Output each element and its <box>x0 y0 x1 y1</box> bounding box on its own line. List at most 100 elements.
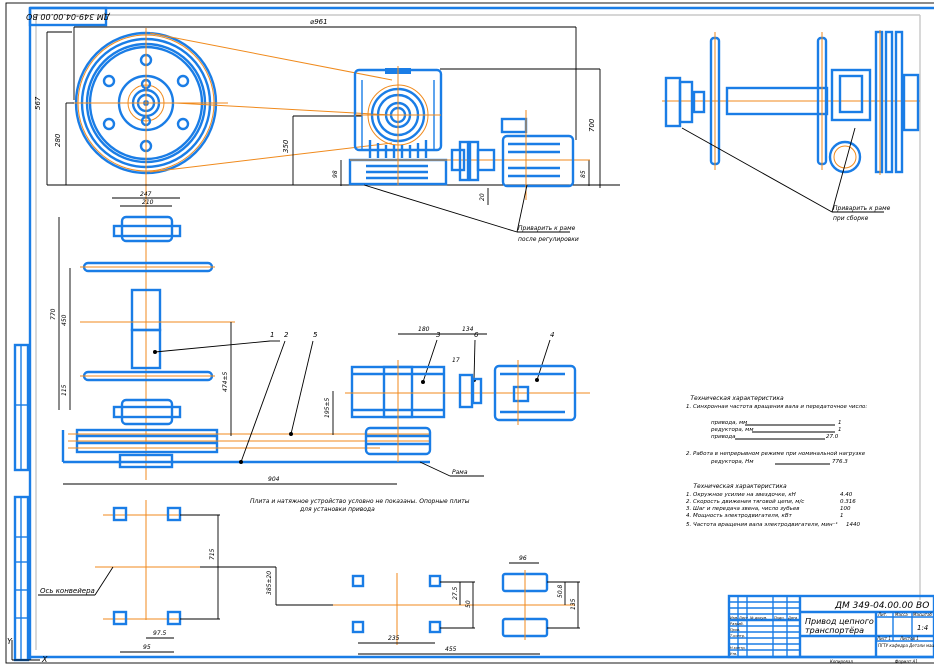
svg-text:1. Синхронная частота вращения: 1. Синхронная частота вращения вала и пе… <box>686 404 867 410</box>
motor-top-view <box>450 110 575 200</box>
coordinate-axes: Y X <box>7 637 48 664</box>
svg-text:Разраб.: Разраб. <box>730 622 744 626</box>
outer-frame <box>5 2 934 664</box>
svg-text:135: 135 <box>570 598 577 610</box>
weld-note-2-text: Приварить к раме <box>833 205 891 212</box>
drive-shaft-plan-view <box>61 188 430 480</box>
svg-text:1: 1 <box>838 427 842 433</box>
svg-text:Масса: Масса <box>895 612 908 617</box>
svg-text:Лист 1: Лист 1 <box>876 636 891 641</box>
svg-text:27.5: 27.5 <box>452 586 459 600</box>
svg-text:ПГТУ кафедра Детали машин и ПТ: ПГТУ кафедра Детали машин и ПТМ <box>878 643 934 648</box>
weld-note-2b-text: при сборке <box>833 215 869 222</box>
drawing-title-1: Привод цепного <box>805 617 874 626</box>
svg-text:Дата: Дата <box>787 616 797 620</box>
drawing-code: ДМ 349-04.00.00 ВО <box>834 601 929 611</box>
svg-text:96: 96 <box>519 555 527 562</box>
svg-text:Пров.: Пров. <box>730 628 740 632</box>
svg-text:Изм.: Изм. <box>730 616 738 620</box>
technical-specs: Техническая характеристика 1. Синхронная… <box>686 395 867 528</box>
svg-text:97.5: 97.5 <box>153 630 167 637</box>
svg-text:385±20: 385±20 <box>266 571 273 595</box>
svg-text:6: 6 <box>474 331 479 339</box>
svg-text:Т.контр.: Т.контр. <box>730 634 745 638</box>
svg-text:0.316: 0.316 <box>840 499 856 505</box>
svg-text:115: 115 <box>61 384 68 396</box>
svg-text:привода: привода <box>711 434 736 440</box>
svg-text:350: 350 <box>282 139 290 153</box>
svg-text:50: 50 <box>465 600 472 608</box>
svg-text:Копировал: Копировал <box>830 659 853 664</box>
svg-text:4. Мощность электродвигателя,: 4. Мощность электродвигателя, кВт <box>686 513 793 519</box>
svg-text:100: 100 <box>840 506 851 512</box>
svg-text:редуктора, Нм: редуктора, Нм <box>710 459 753 465</box>
svg-text:1:4: 1:4 <box>917 624 928 632</box>
code-stamp <box>28 6 108 27</box>
svg-text:20: 20 <box>479 193 486 201</box>
svg-text:50.8: 50.8 <box>557 584 564 598</box>
svg-text:⌀961: ⌀961 <box>310 18 328 26</box>
svg-text:180: 180 <box>418 326 430 333</box>
shaft-side-view <box>662 30 920 175</box>
svg-text:Лит.: Лит. <box>877 612 887 617</box>
svg-text:715: 715 <box>209 548 216 560</box>
svg-text:Подп.: Подп. <box>774 616 785 620</box>
svg-text:Утв.: Утв. <box>730 652 737 656</box>
svg-text:1. Окружное усилие на звездочк: 1. Окружное усилие на звездочке, кН <box>686 492 796 498</box>
axis-x-label: X <box>41 655 48 664</box>
svg-text:95: 95 <box>143 644 151 651</box>
svg-text:247: 247 <box>140 191 152 198</box>
svg-text:Техническая характеристика: Техническая характеристика <box>690 395 784 402</box>
reducer-plan-view <box>345 360 590 462</box>
svg-text:280: 280 <box>54 133 62 147</box>
svg-text:134: 134 <box>462 326 474 333</box>
svg-text:Формат А1: Формат А1 <box>895 659 918 664</box>
svg-text:455: 455 <box>445 646 457 653</box>
weld-note-2: Приварить к раме при сборке <box>681 127 891 222</box>
axis-label: Ось конвейера <box>40 587 95 595</box>
svg-text:210: 210 <box>142 199 154 206</box>
svg-text:17: 17 <box>452 357 460 364</box>
plan-dimensions: 180 134 17 195±5 904 Плита и натяжное ус… <box>63 326 487 513</box>
svg-text:85: 85 <box>580 170 587 178</box>
weld-note-1-text: Приварить к раме <box>518 225 576 232</box>
svg-text:770: 770 <box>50 308 57 320</box>
large-pulley-front-view <box>72 28 228 200</box>
title-block: ДМ 349-04.00.00 ВО Привод цепного трансп… <box>727 594 934 664</box>
svg-text:1: 1 <box>270 331 274 339</box>
plan-note-2: для установки привода <box>299 506 375 513</box>
side-stamps <box>13 343 30 662</box>
svg-text:474±5: 474±5 <box>222 372 229 392</box>
code-stamp-text: ДМ 349-04.00.00 ВО <box>26 12 111 21</box>
svg-text:редуктора, мм: редуктора, мм <box>710 427 753 433</box>
svg-text:1: 1 <box>840 513 844 519</box>
axis-y-label: Y <box>7 637 13 646</box>
svg-text:1440: 1440 <box>846 522 860 528</box>
svg-text:27.0: 27.0 <box>826 434 839 440</box>
svg-text:195±5: 195±5 <box>324 398 331 418</box>
svg-text:3. Шаг и передача звена, число: 3. Шаг и передача звена, число зубьев <box>686 506 800 512</box>
svg-text:Масштаб: Масштаб <box>913 612 933 617</box>
svg-text:2: 2 <box>284 331 289 339</box>
svg-text:5. Частота вращения вала элект: 5. Частота вращения вала электродвигател… <box>686 521 838 528</box>
svg-text:Н.контр.: Н.контр. <box>730 646 746 650</box>
foundation-plan: 715 97.5 95 385±20 Ось конвейера 27.5 50… <box>38 500 580 655</box>
svg-text:Техническая характеристика: Техническая характеристика <box>693 483 787 490</box>
svg-text:4: 4 <box>550 331 554 339</box>
svg-text:776.3: 776.3 <box>832 459 848 465</box>
svg-text:3: 3 <box>436 331 440 339</box>
svg-text:450: 450 <box>61 314 68 326</box>
svg-text:привода, мм: привода, мм <box>711 420 747 426</box>
svg-text:700: 700 <box>588 118 596 132</box>
svg-text:567: 567 <box>34 96 42 110</box>
svg-text:2. Скорость движения тяговой ц: 2. Скорость движения тяговой цепи, м/с <box>686 499 804 505</box>
svg-text:Листов 1: Листов 1 <box>899 636 919 641</box>
svg-text:98: 98 <box>332 170 339 178</box>
weld-note-1b-text: после регулировки <box>518 236 579 243</box>
svg-text:1: 1 <box>838 420 842 426</box>
top-view-dimensions: ⌀961 567 280 350 700 85 98 20 <box>34 18 620 205</box>
frame-label: Рама <box>452 469 468 476</box>
drive-shaft-dimensions: 247 210 770 450 115 474±5 <box>50 191 232 436</box>
weld-note-1: Приварить к раме после регулировки <box>363 184 579 243</box>
